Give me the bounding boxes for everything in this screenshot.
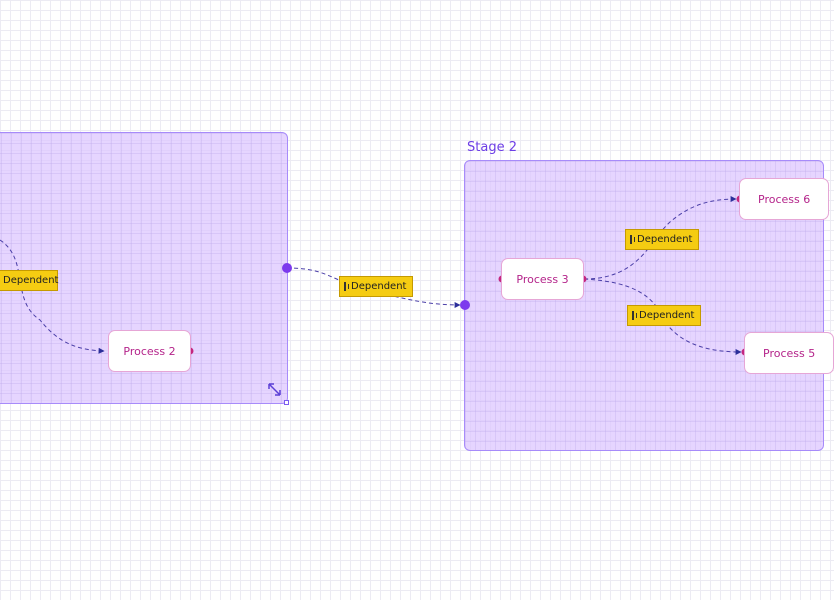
resize-arrows-icon[interactable] [266,381,284,399]
stage-1-output-port[interactable] [282,263,292,273]
process-3-node[interactable]: Process 3 [501,258,584,300]
edge-label-text: Dependent [351,281,407,292]
process-6-label: Process 6 [758,192,811,206]
edge-label-badge[interactable]: Dependent [625,229,699,250]
edge-label-badge[interactable]: Dependent [339,276,413,297]
process-2-node[interactable]: Process 2 [108,330,191,372]
expand-plus-icon[interactable] [632,311,637,320]
stage-1-container[interactable] [0,132,288,404]
edge-stage1-to-process-2[interactable] [0,239,105,354]
process-5-label: Process 5 [763,346,816,360]
resize-corner-handle[interactable] [284,400,289,405]
expand-plus-icon[interactable] [630,235,635,244]
edge-label-text: Dependent [639,310,695,321]
process-6-node[interactable]: Process 6 [739,178,829,220]
edge-label-text: Dependent [637,234,693,245]
process-2-label: Process 2 [123,344,176,358]
expand-plus-icon[interactable] [344,282,349,291]
stage-2-input-port[interactable] [460,300,470,310]
edge-label-badge[interactable]: Dependent [627,305,701,326]
process-3-label: Process 3 [516,272,569,286]
process-5-node[interactable]: Process 5 [744,332,834,374]
edge-process-3-to-process-6[interactable] [583,196,737,280]
stage-2-title: Stage 2 [467,140,517,155]
connection-layer [0,195,749,356]
edge-label-badge[interactable]: Dependent [0,270,58,291]
edge-label-text: Dependent [3,275,59,286]
